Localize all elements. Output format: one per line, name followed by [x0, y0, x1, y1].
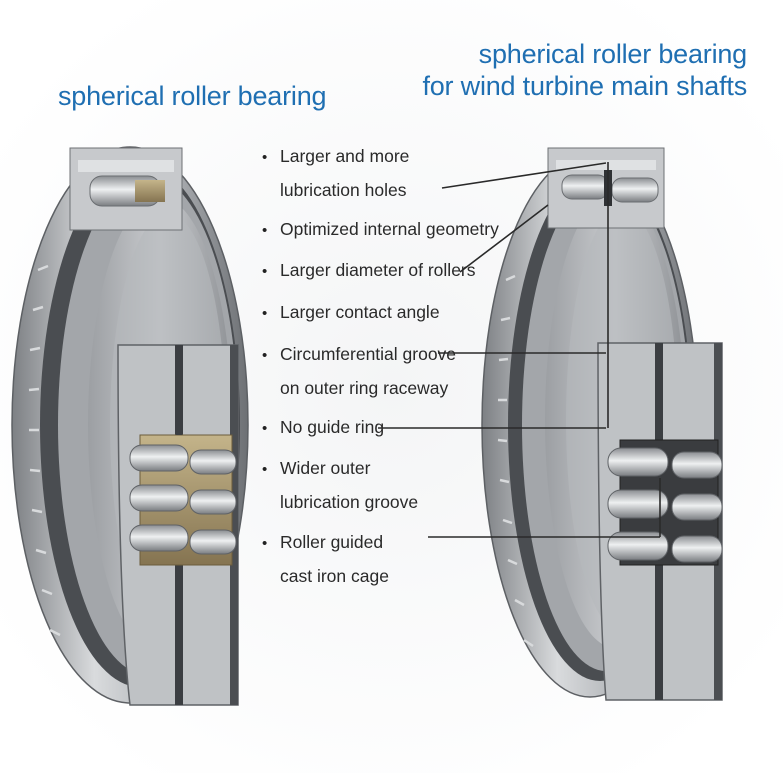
feature-text-line: on outer ring raceway — [262, 372, 456, 404]
feature-text-line: • Larger diameter of rollers — [262, 254, 476, 288]
left-bearing-title: spherical roller bearing — [58, 81, 327, 111]
callout-line-roller-diameter — [459, 204, 549, 273]
bullet-icon: • — [262, 347, 268, 364]
feature-text-line: • Larger and more — [262, 140, 409, 174]
right-bearing-title-line-1: spherical roller bearing — [478, 39, 748, 69]
feature-text-line: lubrication holes — [262, 174, 409, 206]
feature-text-line: • No guide ring — [262, 411, 384, 445]
feature-item: • Circumferential groove on outer ring rac… — [262, 338, 456, 404]
feature-item: • Roller guided cast iron cage — [262, 526, 389, 592]
feature-text: Circumferential groove — [280, 344, 457, 364]
feature-text-line: • Circumferential groove — [262, 338, 456, 372]
bullet-icon: • — [262, 263, 268, 280]
feature-text: Larger contact angle — [280, 302, 440, 322]
feature-text-line: • Optimized internal geometry — [262, 213, 499, 247]
right-rollers — [607, 447, 723, 563]
left-rollers — [129, 444, 237, 555]
standard-bearing-illustration — [11, 146, 249, 706]
bullet-icon: • — [262, 461, 268, 478]
left-roller-ticks — [28, 264, 61, 637]
right-bearing-title: spherical roller bearing for wind turbin… — [422, 38, 747, 102]
callout-lines — [378, 162, 661, 538]
feature-text: Optimized internal geometry — [280, 219, 499, 239]
feature-text: on outer ring raceway — [280, 378, 449, 398]
bullet-icon: • — [262, 149, 268, 166]
feature-item: • Wider outer lubrication groove — [262, 452, 418, 518]
right-roller-ticks — [497, 274, 534, 648]
feature-item: • Larger and more lubrication holes — [262, 140, 409, 206]
bullet-icon: • — [262, 305, 268, 322]
feature-item: • Optimized internal geometry — [262, 213, 499, 247]
feature-text: Larger diameter of rollers — [280, 260, 476, 280]
feature-text-line: cast iron cage — [262, 560, 389, 592]
feature-text-line: lubrication groove — [262, 486, 418, 518]
feature-item: • No guide ring — [262, 411, 384, 445]
feature-text: Roller guided — [280, 532, 384, 552]
right-bearing-title-line-2: for wind turbine main shafts — [422, 71, 747, 101]
wind-turbine-bearing-illustration — [481, 147, 723, 701]
feature-text: lubrication groove — [280, 492, 419, 512]
callout-line-lubrication-holes — [441, 162, 607, 189]
feature-text-line: • Wider outer — [262, 452, 418, 486]
feature-text: lubrication holes — [280, 180, 407, 200]
feature-text: Larger and more — [280, 146, 410, 166]
feature-item: • Larger diameter of rollers — [262, 254, 476, 288]
bullet-icon: • — [262, 222, 268, 239]
feature-text: Wider outer — [280, 458, 371, 478]
feature-text: cast iron cage — [280, 566, 389, 586]
bullet-icon: • — [262, 420, 268, 437]
feature-item: • Larger contact angle — [262, 296, 440, 330]
bullet-icon: • — [262, 535, 268, 552]
feature-text: No guide ring — [280, 417, 385, 437]
feature-text-line: • Larger contact angle — [262, 296, 440, 330]
feature-text-line: • Roller guided — [262, 526, 389, 560]
